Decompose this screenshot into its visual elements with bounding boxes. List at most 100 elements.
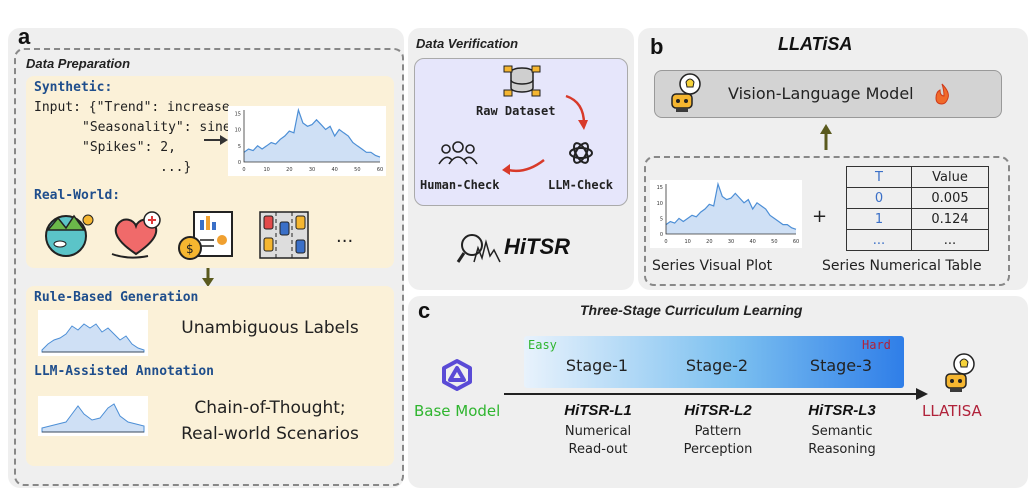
finance-report-icon: $ — [176, 208, 238, 266]
arrow-down-icon — [200, 268, 216, 292]
level-3-desc-2: Reasoning — [808, 442, 876, 457]
table-cell: ... — [846, 229, 912, 251]
hitsr-logo-icon — [456, 232, 502, 270]
panel-a-label: a — [18, 24, 31, 49]
cycle-arrow-right-icon — [562, 92, 590, 136]
table-cell: 0.005 — [911, 187, 989, 209]
x-tick-label: 60 — [377, 167, 383, 173]
level-3-name: HiTSR-L3 — [808, 402, 876, 419]
base-model-icon — [440, 358, 474, 396]
x-tick-label: 0 — [664, 239, 667, 245]
curriculum-title: Three-Stage Curriculum Learning — [580, 302, 803, 318]
y-tick-label: 10 — [657, 201, 663, 207]
hard-label: Hard — [862, 338, 891, 352]
realworld-ellipsis: ... — [336, 226, 354, 247]
y-tick-label: 5 — [238, 144, 241, 150]
plus-sign: + — [812, 206, 828, 227]
chart-axis — [665, 184, 796, 235]
input-line-3: "Spikes": 2, — [82, 140, 176, 155]
raw-dataset-label: Raw Dataset — [476, 104, 556, 118]
rule-description: Unambiguous Labels — [181, 318, 359, 338]
raw-dataset-icon — [502, 64, 542, 104]
llm-description-1: Chain-of-Thought; — [194, 398, 346, 418]
output-model-label: LLATISA — [922, 402, 982, 420]
svg-text:$: $ — [186, 242, 194, 256]
synthetic-title: Synthetic: — [34, 80, 113, 95]
human-check-label: Human-Check — [420, 178, 500, 192]
llm-description-2: Real-world Scenarios — [181, 424, 359, 444]
level-1-name: HiTSR-L1 — [564, 402, 632, 419]
x-tick-label: 20 — [286, 167, 292, 173]
level-1-desc-1: Numerical — [564, 424, 632, 439]
series-line — [243, 107, 381, 158]
level-2-desc-2: Perception — [683, 442, 753, 457]
input-line-4: ...} — [160, 160, 192, 175]
level-2-desc-1: Pattern — [694, 424, 742, 439]
base-model-label: Base Model — [414, 402, 501, 420]
output-robot-icon — [940, 352, 980, 398]
level-3-desc-1: Semantic — [811, 424, 873, 439]
level-2-name: HiTSR-L2 — [684, 402, 752, 419]
x-tick-label: 60 — [793, 239, 799, 245]
synthetic-series-chart: 0 5 10 15 0 10 20 30 40 50 60 — [228, 106, 386, 176]
y-tick-label: 0 — [660, 232, 663, 238]
arrow-to-plot-icon — [204, 132, 228, 151]
easy-label: Easy — [528, 338, 557, 352]
table-cell: 0 — [846, 187, 912, 209]
table-header-t: T — [846, 166, 912, 188]
series-area — [666, 184, 796, 234]
realworld-title: Real-World: — [34, 188, 121, 203]
y-tick-label: 0 — [238, 160, 241, 166]
table-header-value: Value — [911, 166, 989, 188]
llm-check-label: LLM-Check — [548, 178, 614, 192]
verification-title: Data Verification — [416, 36, 519, 51]
x-tick-label: 30 — [309, 167, 315, 173]
stage-2-label: Stage-2 — [685, 356, 749, 375]
arrow-up-icon — [818, 124, 834, 154]
stage-1-label: Stage-1 — [565, 356, 629, 375]
x-tick-label: 50 — [354, 167, 360, 173]
timeline-arrow-icon — [504, 386, 928, 405]
y-tick-label: 10 — [235, 128, 241, 134]
level-1-desc-2: Read-out — [568, 442, 628, 457]
cycle-arrow-left-icon — [500, 154, 546, 182]
x-tick-label: 40 — [331, 167, 337, 173]
human-group-icon — [438, 138, 478, 170]
llm-assisted-title: LLM-Assisted Annotation — [34, 364, 215, 379]
panel-c — [408, 296, 1028, 488]
data-preparation-title: Data Preparation — [26, 56, 131, 71]
stage-3-label: Stage-3 — [809, 356, 873, 375]
series-line — [665, 181, 797, 230]
x-tick-label: 10 — [263, 167, 269, 173]
hitsr-brand: HiTSR — [504, 234, 570, 259]
table-cell: 1 — [846, 208, 912, 230]
difficulty-gradient-bar — [524, 336, 904, 388]
y-tick-label: 5 — [660, 216, 663, 222]
llm-mini-plot — [38, 396, 148, 436]
flame-icon — [932, 82, 952, 110]
x-tick-label: 50 — [771, 239, 777, 245]
rule-based-title: Rule-Based Generation — [34, 290, 199, 305]
y-tick-label: 15 — [235, 111, 241, 117]
rule-mini-plot — [38, 310, 148, 356]
table-cell: 0.124 — [911, 208, 989, 230]
data-preparation-frame — [14, 48, 404, 486]
earth-ecology-icon — [36, 210, 98, 264]
table-cell: ... — [911, 229, 989, 251]
vlm-box — [654, 70, 1002, 118]
x-tick-label: 30 — [728, 239, 734, 245]
numerical-table-caption: Series Numerical Table — [822, 258, 982, 274]
x-tick-label: 10 — [684, 239, 690, 245]
x-tick-label: 0 — [242, 167, 245, 173]
visual-plot-caption: Series Visual Plot — [652, 258, 773, 274]
panel-b-label: b — [650, 34, 664, 59]
llm-logo-icon — [566, 138, 596, 172]
chart-axis — [243, 110, 380, 163]
numerical-table: T Value 0 0.005 1 0.124 ... ... — [846, 166, 989, 251]
x-tick-label: 40 — [749, 239, 755, 245]
input-line-1: Input: {"Trend": increase, — [34, 100, 238, 115]
robot-icon — [666, 72, 706, 118]
x-tick-label: 20 — [706, 239, 712, 245]
input-frame — [644, 156, 1010, 286]
